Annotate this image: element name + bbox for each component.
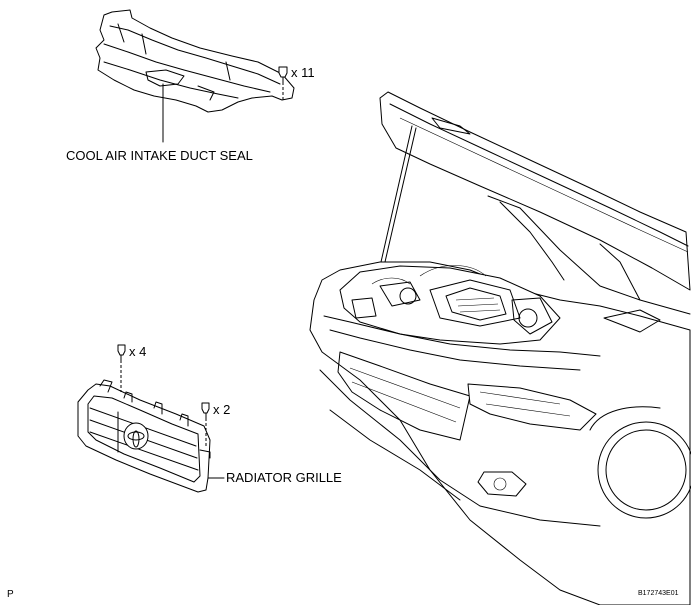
- duct-seal-clip-count: x 11: [291, 65, 315, 80]
- figure-code: B172743E01: [638, 590, 679, 597]
- duct-seal-label: COOL AIR INTAKE DUCT SEAL: [66, 148, 253, 163]
- clip-icon: [117, 344, 126, 392]
- vehicle-front-illustration: [309, 91, 691, 605]
- radiator-grille-label: RADIATOR GRILLE: [226, 470, 342, 485]
- cool-air-intake-duct-seal-part: [95, 9, 295, 143]
- clip-icon: [278, 66, 288, 100]
- clip-icon: [201, 402, 210, 448]
- corner-mark: P: [7, 589, 14, 600]
- grille-side-clip-count: x 2: [213, 402, 230, 417]
- radiator-grille-part: [77, 379, 211, 493]
- grille-top-clip-count: x 4: [129, 344, 146, 359]
